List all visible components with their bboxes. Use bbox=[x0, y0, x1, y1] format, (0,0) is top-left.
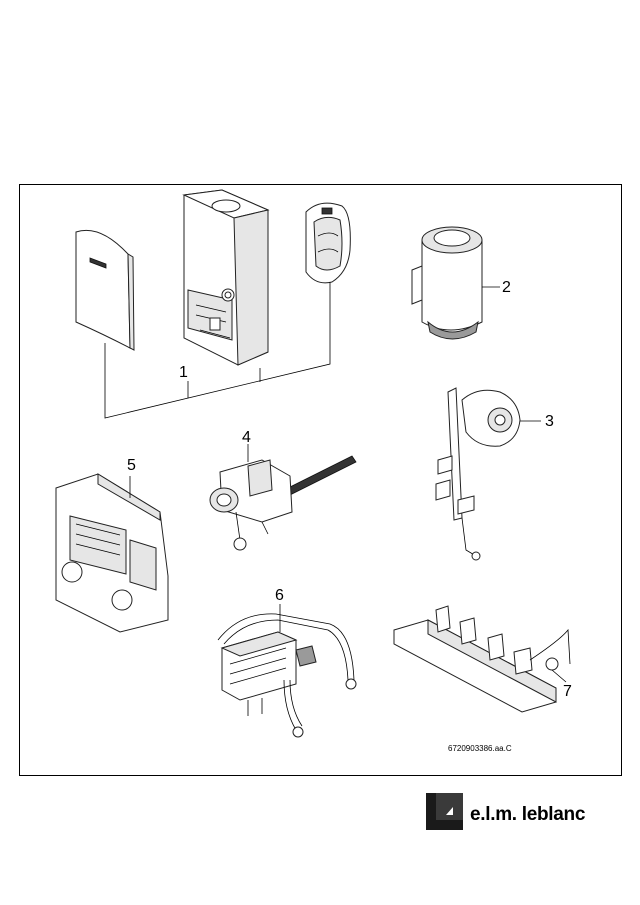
combustion-chamber bbox=[411, 226, 500, 340]
figure-reference: 6720903386.aa.C bbox=[448, 744, 512, 753]
callout-7: 7 bbox=[563, 683, 572, 700]
boiler-frame bbox=[182, 189, 270, 366]
callout-2: 2 bbox=[502, 279, 511, 296]
fan-assembly bbox=[435, 387, 541, 561]
brand-name: e.l.m. leblanc bbox=[470, 804, 586, 825]
control-unit bbox=[55, 473, 169, 633]
callout-5: 5 bbox=[127, 457, 136, 474]
heat-exchanger bbox=[217, 604, 357, 738]
expansion-vessel bbox=[305, 202, 351, 284]
elm-leblanc-logo-icon bbox=[426, 793, 463, 830]
hydraulic-manifold bbox=[393, 605, 571, 713]
front-casing-panel bbox=[75, 229, 135, 351]
callout-1: 1 bbox=[179, 364, 188, 381]
leader-lines-part-1 bbox=[104, 282, 331, 419]
diagram-frame bbox=[19, 184, 622, 776]
gas-valve-unit bbox=[209, 444, 357, 551]
callout-6: 6 bbox=[275, 587, 284, 604]
callout-4: 4 bbox=[242, 429, 251, 446]
callout-3: 3 bbox=[545, 413, 554, 430]
